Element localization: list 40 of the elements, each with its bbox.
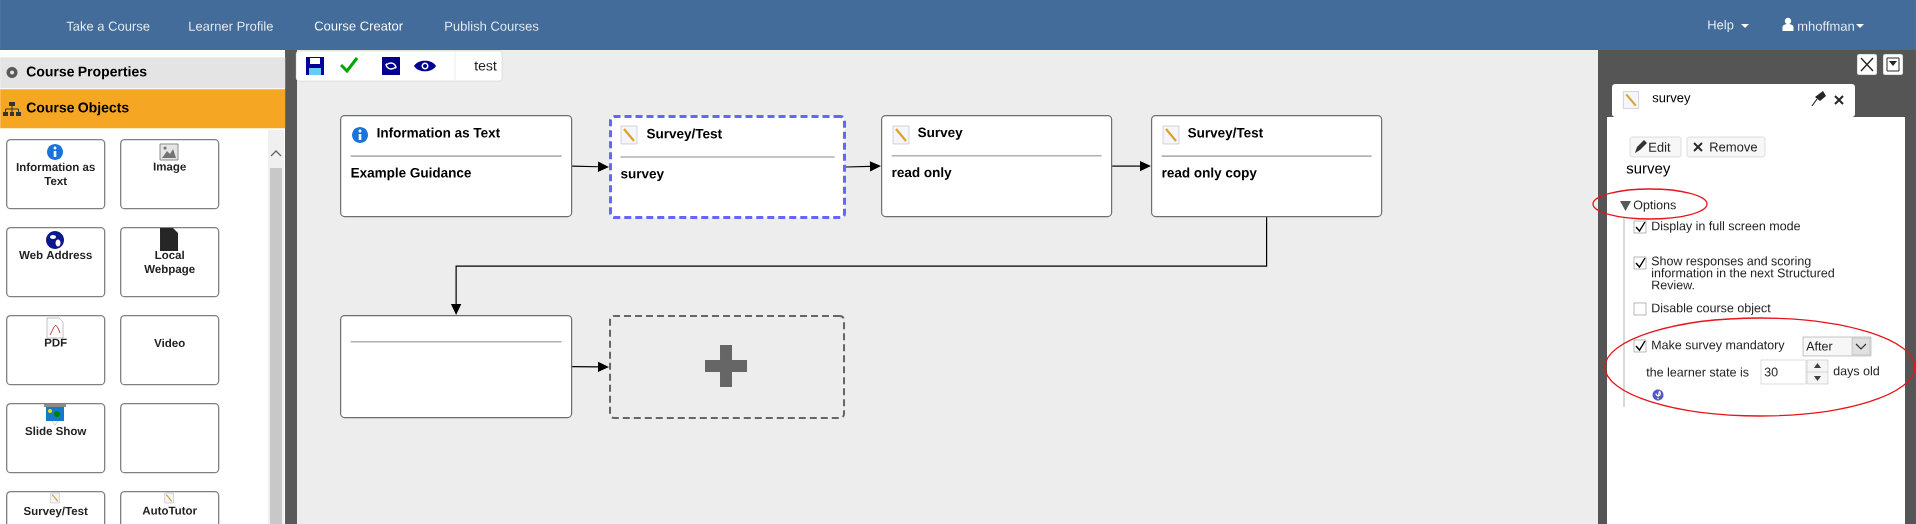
properties-tab: survey [1612, 84, 1855, 117]
checkbox-label: Disable course object [1652, 303, 1771, 315]
object-tile: PDF [6, 315, 106, 386]
menu-item: Course Creator [314, 21, 403, 31]
object-tile: AutoTutor [120, 491, 220, 524]
object-tile: Web Address [6, 227, 106, 298]
object-tile: Information as Text [6, 139, 106, 210]
object-box: Survey read only [881, 115, 1113, 218]
help-menu: Help [1708, 19, 1749, 33]
checkbox-label: Display in full screen mode [1652, 221, 1800, 233]
number-input: 30 [1760, 359, 1829, 385]
dropdown: After [1802, 336, 1872, 357]
edit-button: Edit [1629, 136, 1682, 158]
options-toggle: Options [1620, 200, 1676, 212]
arrow [571, 161, 609, 172]
object-box [609, 315, 845, 419]
document-title: test [474, 61, 497, 71]
arrow [845, 161, 881, 172]
checkbox-label: Make survey mandatory [1652, 340, 1785, 352]
object-tile [120, 403, 220, 474]
object-box: Survey/Test survey [609, 115, 846, 219]
menu-item: Publish Courses [445, 21, 539, 31]
object-box: Information as Text Example Guidance [340, 115, 573, 218]
object-tile: Local Webpage [120, 227, 220, 298]
object-name: survey [1626, 165, 1671, 177]
object-box [340, 315, 573, 419]
field-label: days old [1833, 366, 1879, 378]
section-header: Course Properties [0, 57, 286, 89]
user-menu: mhoffman [1782, 17, 1864, 31]
menu-item: Take a Course [66, 21, 150, 31]
object-tile: Slide Show [6, 403, 106, 474]
checkbox-label: Show responses and scoring information in the next Structured Review. [1651, 256, 1834, 290]
object-box: Survey/Test read only copy [1151, 115, 1383, 218]
field-label: the learner state is [1646, 367, 1749, 377]
object-tile: Video [120, 315, 220, 386]
object-tile: Survey/Test [6, 491, 106, 524]
section-header: Course Objects [0, 89, 286, 129]
object-tile: Image [120, 139, 220, 210]
menu-item: Learner Profile [189, 21, 273, 31]
remove-button: Remove [1686, 136, 1766, 158]
